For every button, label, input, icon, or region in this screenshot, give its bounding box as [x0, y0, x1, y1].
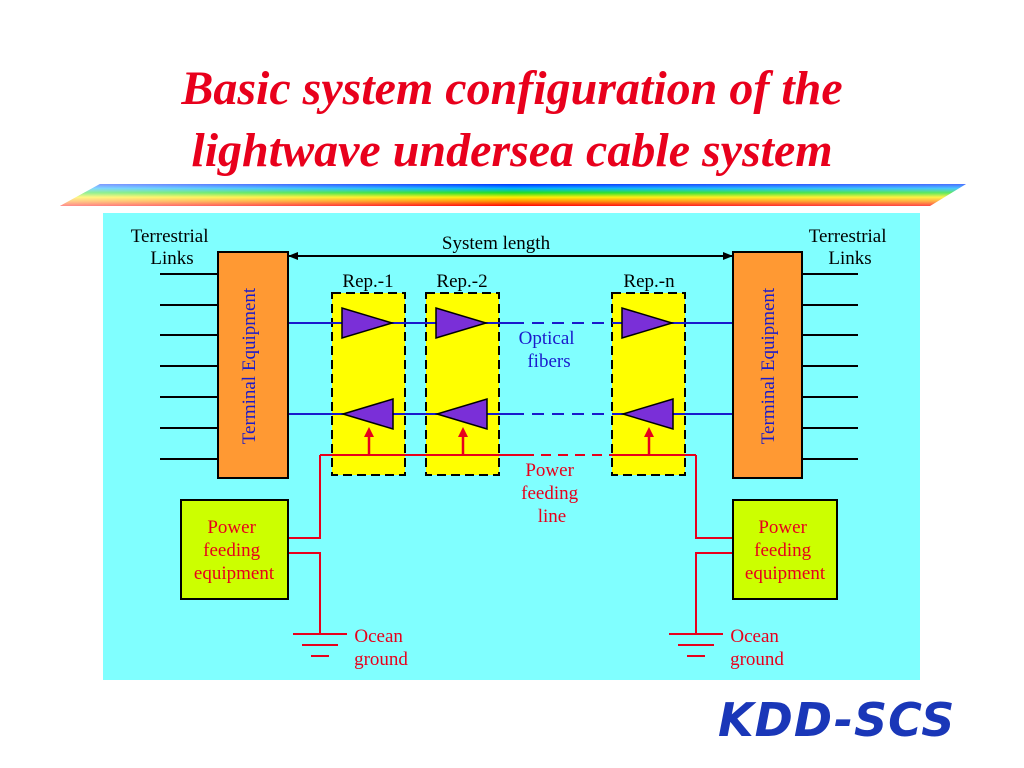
power-feeding-equipment-label-right: Power feeding equipment	[745, 517, 826, 584]
amplifier-rep1-reverse	[340, 397, 394, 431]
terrestrial-links-right-line-2: Links	[828, 248, 871, 269]
terrestrial-link-lines-right	[802, 273, 858, 460]
terrestrial-links-label-right: Terrestrial Links	[809, 226, 892, 269]
terrestrial-links-label-left: Terrestrial Links	[131, 226, 214, 269]
repeater-label-1: Rep.-1	[342, 271, 393, 292]
ocean-ground-left-line-1: Ocean	[354, 626, 403, 647]
ocean-ground-label-left: Ocean ground	[354, 626, 408, 670]
power-feed-arrows	[364, 427, 654, 455]
terminal-equipment-box-right	[732, 251, 803, 479]
power-feeding-equipment-left-line-1: Power	[207, 517, 256, 538]
amplifier-triangles	[340, 306, 675, 431]
power-feeding-equipment-box-right	[732, 499, 838, 600]
power-feeding-line-line-2: feeding	[521, 483, 578, 504]
terrestrial-links-left-line-1: Terrestrial	[131, 226, 209, 247]
terrestrial-links-left-line-2: Links	[150, 248, 193, 269]
amplifier-rep2-reverse	[434, 397, 488, 431]
power-feeding-equipment-right-line-3: equipment	[745, 563, 826, 584]
ocean-ground-symbol-right	[669, 633, 723, 657]
terrestrial-links-right-line-1: Terrestrial	[809, 226, 887, 247]
terminal-equipment-label-right: Terminal Equipment	[758, 287, 779, 444]
slide-title-line-2: lightwave undersea cable system	[191, 124, 833, 177]
optical-fibers-line-1: Optical	[519, 328, 575, 349]
kdd-scs-logo: KDD-SCS	[718, 693, 956, 747]
power-feeding-equipment-right-line-1: Power	[758, 517, 807, 538]
power-feeding-equipment-box-left	[180, 499, 289, 600]
system-length-label: System length	[442, 233, 551, 254]
rainbow-divider	[60, 184, 966, 206]
terminal-equipment-box-left	[217, 251, 289, 479]
amplifier-rep2-forward	[435, 306, 489, 340]
slide-title: Basic system configuration of the lightw…	[0, 58, 1024, 182]
amplifier-repn-forward	[621, 306, 675, 340]
power-feeding-equipment-right-line-2: feeding	[754, 540, 811, 561]
terminal-equipment-label-left: Terminal Equipment	[239, 287, 260, 444]
ocean-ground-right-line-1: Ocean	[730, 626, 779, 647]
repeater-label-2: Rep.-2	[436, 271, 487, 292]
power-feeding-line-label: Power feeding line	[521, 460, 583, 527]
ocean-ground-label-right: Ocean ground	[730, 626, 784, 670]
power-feeding-equipment-left-line-3: equipment	[194, 563, 275, 584]
power-feeding-line-line-1: Power	[525, 460, 574, 481]
ocean-ground-symbol-left	[293, 633, 347, 657]
ocean-ground-left-line-2: ground	[354, 649, 408, 670]
power-feeding-equipment-left-line-2: feeding	[203, 540, 260, 561]
amplifier-rep1-forward	[341, 306, 395, 340]
optical-fibers-line-2: fibers	[527, 351, 570, 372]
amplifier-repn-reverse	[620, 397, 674, 431]
optical-fibers-label: Optical fibers	[519, 328, 580, 372]
terrestrial-link-lines-left	[160, 273, 218, 460]
power-feeding-equipment-label-left: Power feeding equipment	[194, 517, 275, 584]
slide-title-line-1: Basic system configuration of the	[181, 62, 843, 115]
power-feeding-line-line-3: line	[538, 506, 567, 527]
ocean-ground-right-line-2: ground	[730, 649, 784, 670]
repeater-label-n: Rep.-n	[623, 271, 675, 292]
